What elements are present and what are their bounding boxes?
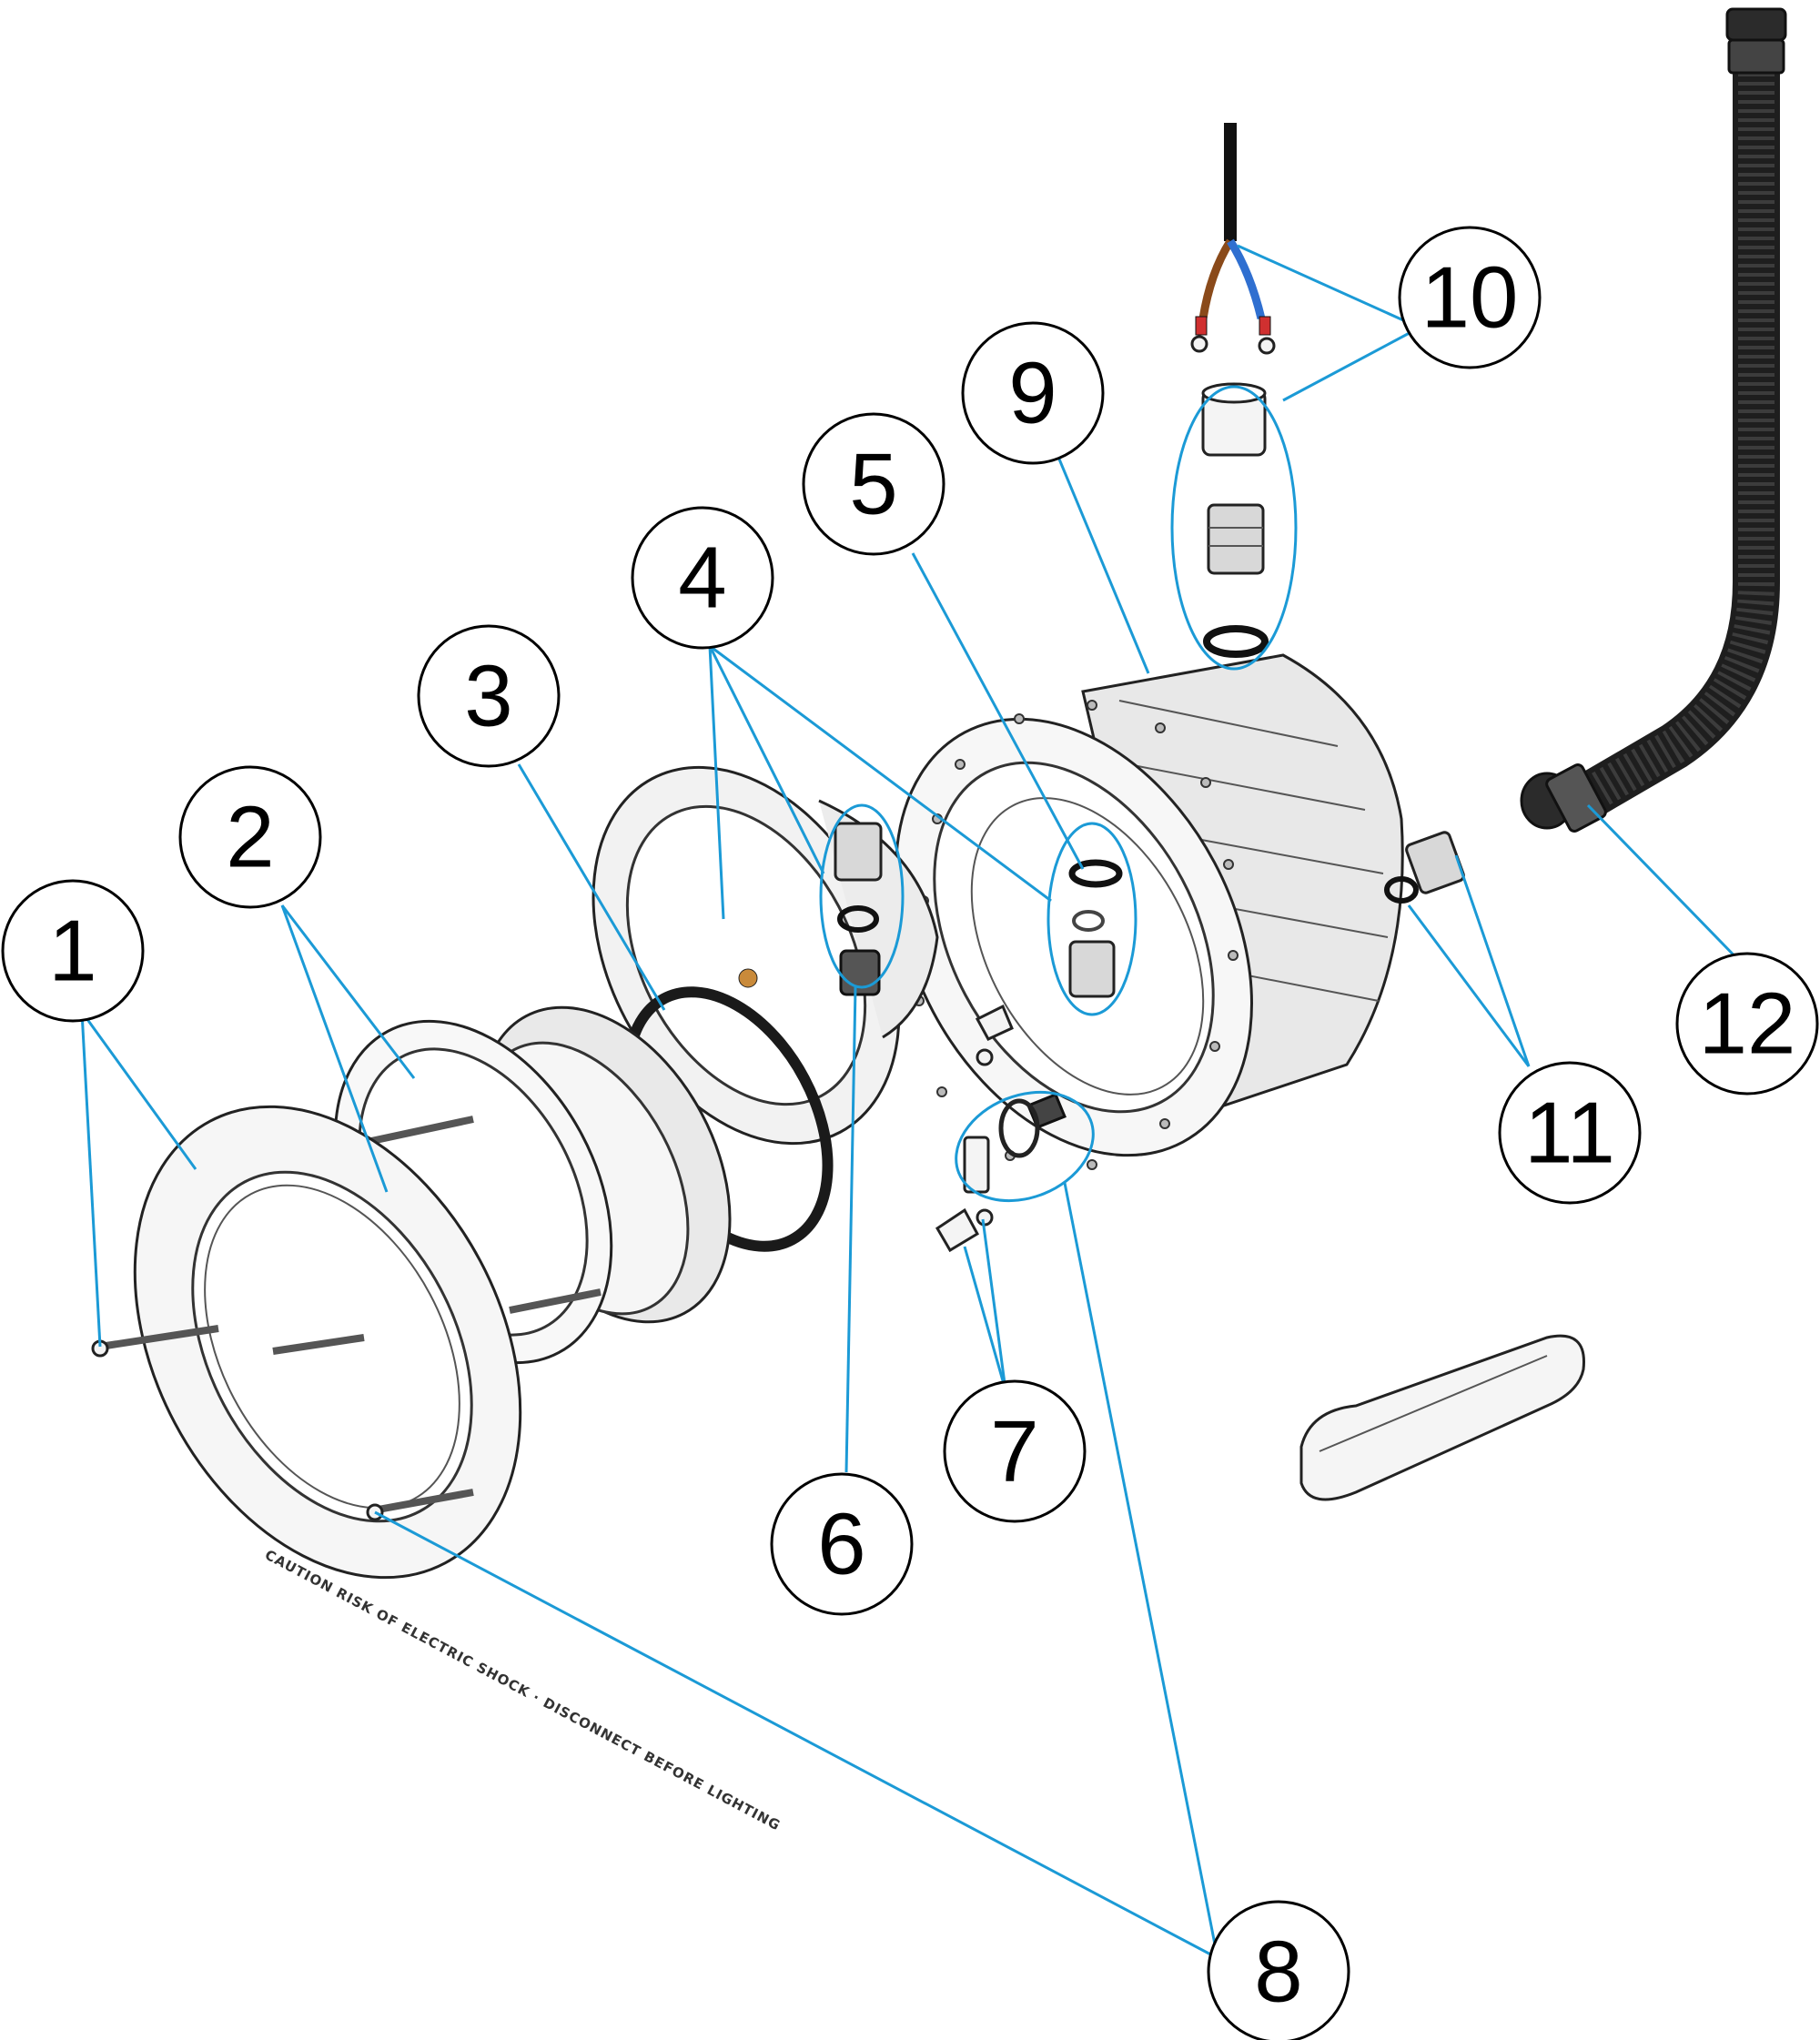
callout-10: 10 [1398, 226, 1542, 369]
callout-4-label: 4 [678, 530, 726, 627]
callout-7: 7 [943, 1379, 1087, 1523]
callout-12-label: 12 [1699, 975, 1796, 1073]
callout-9: 9 [961, 321, 1105, 465]
remote-control [1299, 1334, 1585, 1501]
callout-5-label: 5 [849, 436, 897, 533]
callout-8-label: 8 [1254, 1924, 1302, 2021]
brown-wire [1198, 238, 1234, 319]
part-10-cable-gland [1190, 123, 1276, 658]
callout-5: 5 [802, 412, 945, 556]
callout-12: 12 [1675, 952, 1819, 1096]
callout-1-label: 1 [48, 903, 96, 1000]
detail-ovals [819, 385, 1298, 1203]
leader-lines [80, 244, 1754, 1960]
callout-2-label: 2 [226, 789, 274, 886]
callout-11-label: 11 [1524, 1085, 1615, 1182]
part-7-clamps [935, 1004, 1014, 1253]
callout-9-label: 9 [1008, 345, 1057, 442]
part-5-inner-gland [1068, 859, 1123, 998]
callout-8: 8 [1207, 1900, 1350, 2040]
callout-6-label: 6 [817, 1496, 865, 1593]
callout-11: 11 [1498, 1061, 1642, 1205]
part-11-rear-gland [1384, 831, 1465, 904]
callout-7-label: 7 [990, 1403, 1038, 1500]
part-8-bracket [963, 1093, 1067, 1194]
callout-6: 6 [770, 1472, 914, 1616]
callout-3-label: 3 [464, 648, 512, 745]
callout-10-label: 10 [1421, 249, 1519, 347]
callout-1: 1 [1, 879, 145, 1023]
callout-3: 3 [417, 624, 561, 768]
callout-2: 2 [178, 765, 322, 909]
callout-4: 4 [631, 506, 774, 650]
blue-wire [1227, 238, 1266, 320]
part-12-conduit [1520, 7, 1787, 833]
